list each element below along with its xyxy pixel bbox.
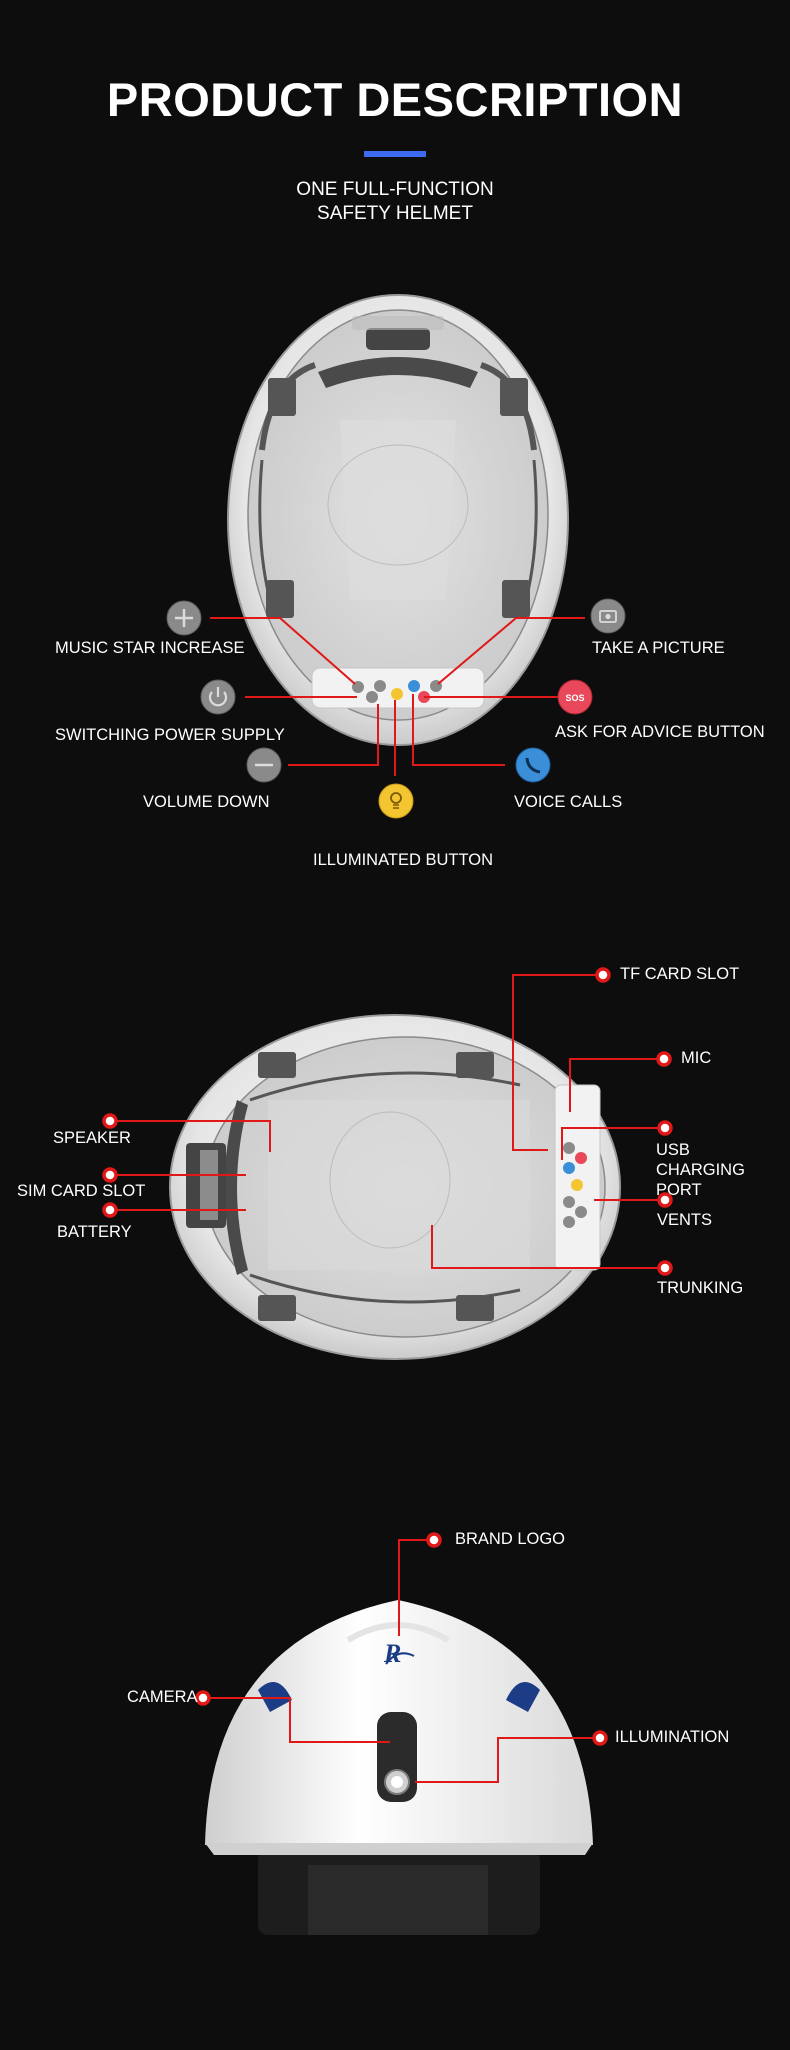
label-take-a-picture: TAKE A PICTURE [592,639,725,657]
helmet-front-view [205,1600,593,1935]
minus-icon [246,747,282,783]
label-ask-for-advice-button: ASK FOR ADVICE BUTTON [555,723,765,741]
callout-lines-section-2 [110,974,665,1269]
label-trunking: TRUNKING [657,1279,744,1297]
subtitle-line-2: SAFETY HELMET [317,203,473,224]
helmet-interior-top-view [227,294,569,746]
label-switching-power-supply: SWITCHING POWER SUPPLY [55,726,285,744]
label-voice-calls: VOICE CALLS [514,793,623,811]
label-battery: BATTERY [57,1223,132,1241]
label-usb-line-1: USB [656,1141,690,1159]
title-underline [364,151,426,157]
sos-icon [557,679,593,715]
label-usb-line-2: CHARGING PORT [656,1161,745,1199]
light-bulb-icon [378,783,414,819]
page-title: PRODUCT DESCRIPTION [106,73,684,126]
label-camera: CAMERA [127,1688,198,1706]
label-brand-logo: BRAND LOGO [455,1530,566,1548]
label-volume-down: VOLUME DOWN [143,793,270,811]
subtitle-line-1: ONE FULL-FUNCTION [296,179,494,200]
phone-icon [515,747,551,783]
label-illuminated-button: ILLUMINATED BUTTON [313,851,493,869]
callout-dots-section-2 [102,967,673,1276]
label-music-star-increase: MUSIC STAR INCREASE [55,639,245,657]
label-mic: MIC [681,1049,712,1067]
label-speaker: SPEAKER [53,1129,131,1147]
sos-label: SOS [565,693,584,703]
helmet-interior-side-view [169,1014,621,1360]
label-illumination: ILLUMINATION [615,1728,730,1746]
callout-lines-section-1 [210,617,585,776]
label-usb-charging-port: USB CHARGING PORT [656,1140,790,1200]
plus-icon [166,600,202,636]
label-vents: VENTS [657,1211,713,1229]
callout-lines-section-3 [203,1539,600,1783]
label-tf-card-slot: TF CARD SLOT [620,965,740,983]
callout-dots-section-3 [195,1532,608,1746]
page-subtitle: ONE FULL-FUNCTION SAFETY HELMET [0,178,790,226]
brand-logo-mark: R [383,1639,415,1668]
label-sim-card-slot: SIM CARD SLOT [17,1182,146,1200]
power-icon [200,679,236,715]
camera-icon [590,598,626,634]
